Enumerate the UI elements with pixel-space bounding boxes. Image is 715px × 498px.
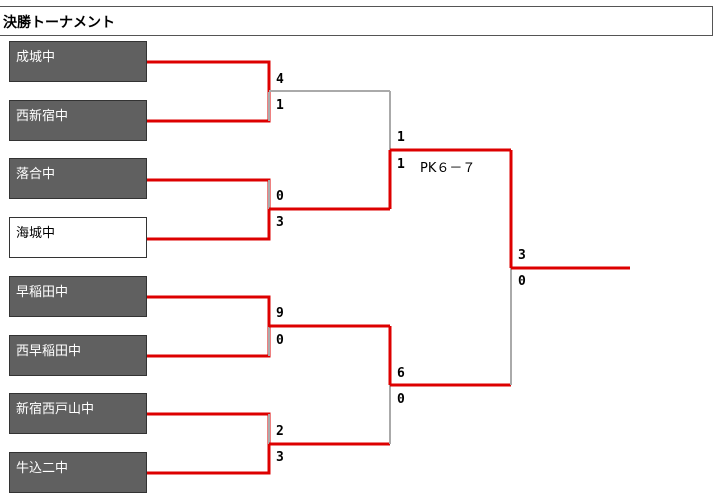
match-sf-2-lines bbox=[388, 326, 511, 444]
page-title: 決勝トーナメント bbox=[3, 15, 115, 31]
team-box: 落合中 bbox=[9, 158, 147, 199]
tournament-header: 決勝トーナメント bbox=[0, 6, 713, 36]
score-sf-2-top: 6 bbox=[397, 366, 405, 381]
match-r1-3-lines bbox=[147, 295, 390, 358]
pk-result: PK６－７ bbox=[420, 161, 476, 176]
team-box: 成城中 bbox=[9, 41, 147, 82]
match-r1-2-lines bbox=[147, 178, 390, 241]
team-box: 早稲田中 bbox=[9, 276, 147, 317]
match-r1-4-lines bbox=[147, 412, 390, 475]
match-final-lines bbox=[509, 150, 630, 385]
score-sf-1-top: 1 bbox=[397, 130, 405, 145]
win-line bbox=[147, 444, 271, 475]
score-final-bottom: 0 bbox=[518, 274, 526, 289]
score-sf-2-bottom: 0 bbox=[397, 392, 405, 407]
win-line bbox=[147, 295, 271, 326]
score-r1-3-bottom: 0 bbox=[276, 333, 284, 348]
score-r1-3-top: 9 bbox=[276, 306, 284, 321]
win-line bbox=[147, 209, 271, 241]
match-sf-1-lines bbox=[388, 91, 511, 209]
lose-line-upper bbox=[147, 91, 271, 123]
match-r1-1-lines bbox=[147, 60, 390, 123]
score-r1-1-bottom: 1 bbox=[276, 98, 284, 113]
loser-line bbox=[147, 326, 271, 358]
score-sf-1-bottom: 1 bbox=[397, 157, 405, 172]
win-line bbox=[147, 60, 271, 91]
score-final-top: 3 bbox=[518, 248, 526, 263]
loser-line bbox=[147, 178, 271, 209]
score-r1-2-top: 0 bbox=[276, 189, 284, 204]
score-r1-4-top: 2 bbox=[276, 424, 284, 439]
loser-line bbox=[147, 412, 271, 444]
team-box: 西新宿中 bbox=[9, 100, 147, 141]
team-box: 西早稲田中 bbox=[9, 335, 147, 376]
score-r1-1-top: 4 bbox=[276, 72, 284, 87]
champion-team-box: 海城中 bbox=[9, 217, 147, 258]
score-r1-4-bottom: 3 bbox=[276, 450, 284, 465]
score-r1-2-bottom: 3 bbox=[276, 215, 284, 230]
team-box: 牛込二中 bbox=[9, 452, 147, 493]
team-box: 新宿西戸山中 bbox=[9, 393, 147, 434]
